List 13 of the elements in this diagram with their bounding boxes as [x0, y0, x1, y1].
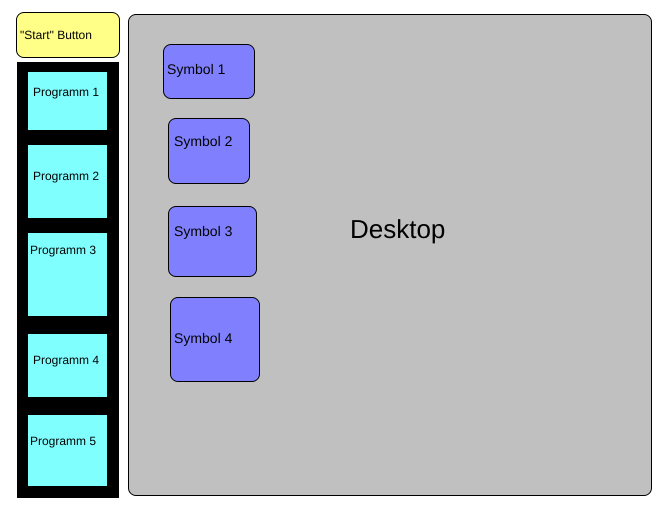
desktop-panel [128, 14, 652, 496]
desktop-label: Desktop [350, 214, 446, 245]
desktop-symbol-tile: Symbol 2 [168, 118, 250, 184]
start-button: "Start" Button [16, 12, 120, 58]
program-tile: Programm 3 [28, 233, 107, 316]
program-tile: Programm 1 [28, 72, 107, 130]
program-tile: Programm 4 [28, 334, 107, 397]
desktop-symbol-tile: Symbol 3 [168, 206, 257, 277]
desktop-symbol-tile: Symbol 1 [163, 44, 255, 99]
taskbar-panel [17, 62, 119, 498]
desktop-symbol-tile: Symbol 4 [170, 297, 260, 382]
program-tile: Programm 5 [28, 415, 107, 486]
program-tile: Programm 2 [28, 145, 107, 218]
